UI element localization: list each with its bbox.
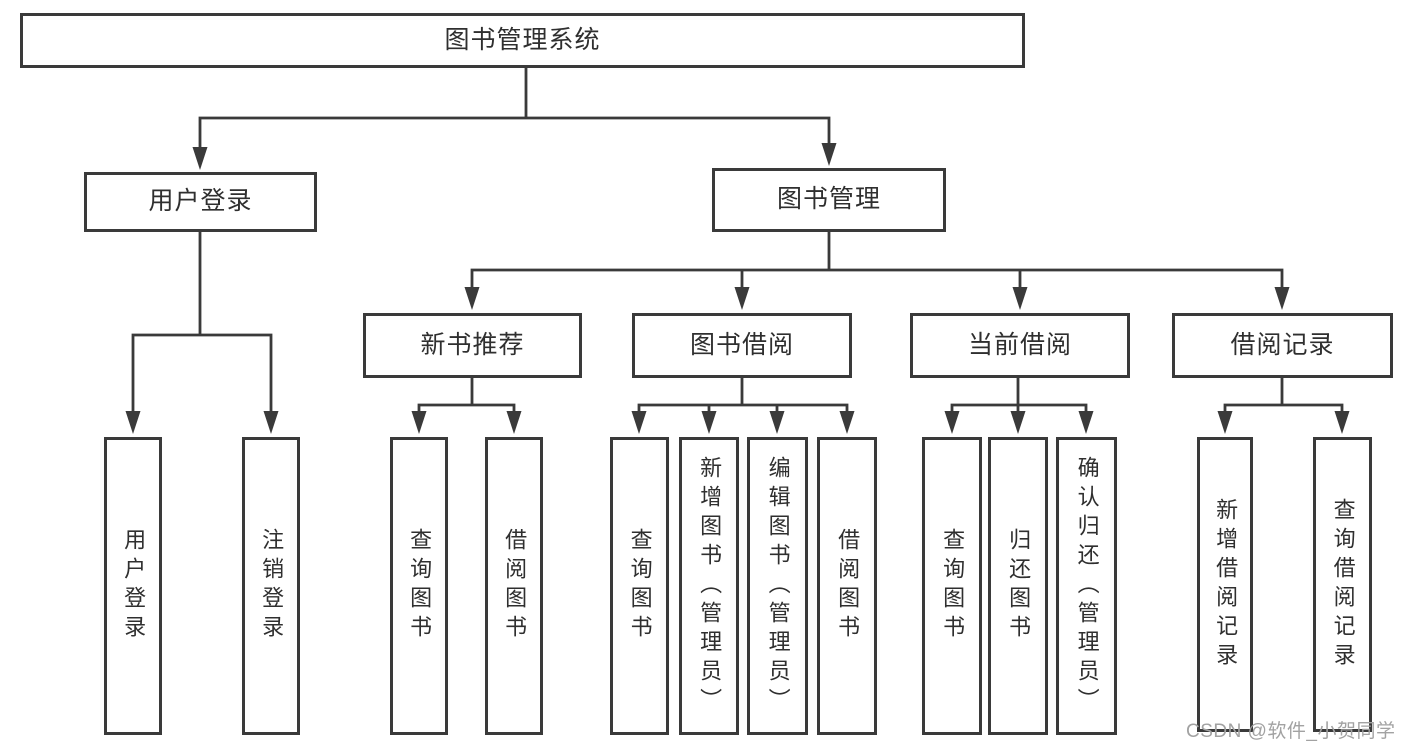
- node-book-borrow: 图书借阅: [632, 313, 852, 378]
- leaf-logout-login: 注销登录: [242, 437, 300, 735]
- node-book-management: 图书管理: [712, 168, 946, 232]
- csdn-watermark: CSDN @软件_小贺同学: [1186, 721, 1396, 742]
- leaf-current-return-books: 归还图书: [988, 437, 1048, 735]
- leaf-newbook-query-books: 查询图书: [390, 437, 448, 735]
- leaf-records-query-borrow-record: 查询借阅记录: [1313, 437, 1372, 732]
- leaf-borrow-borrow-books: 借阅图书: [817, 437, 877, 735]
- leaf-records-add-borrow-record: 新增借阅记录: [1197, 437, 1253, 732]
- leaf-current-confirm-return-admin: 确认归还（管理员）: [1056, 437, 1117, 735]
- connector-paths: [131, 66, 1344, 414]
- node-borrow-records: 借阅记录: [1172, 313, 1393, 378]
- leaf-newbook-borrow-books: 借阅图书: [485, 437, 543, 735]
- leaf-current-query-books: 查询图书: [922, 437, 982, 735]
- leaf-borrow-edit-books-admin: 编辑图书（管理员）: [747, 437, 808, 735]
- node-new-book-recommend: 新书推荐: [363, 313, 582, 378]
- leaf-borrow-add-books-admin: 新增图书（管理员）: [679, 437, 739, 735]
- node-root: 图书管理系统: [20, 13, 1025, 68]
- leaf-user-login: 用户登录: [104, 437, 162, 735]
- node-current-borrow: 当前借阅: [910, 313, 1130, 378]
- leaf-borrow-query-books: 查询图书: [610, 437, 669, 735]
- node-user-login: 用户登录: [84, 172, 317, 232]
- arrowhead-icons: [125, 143, 1350, 434]
